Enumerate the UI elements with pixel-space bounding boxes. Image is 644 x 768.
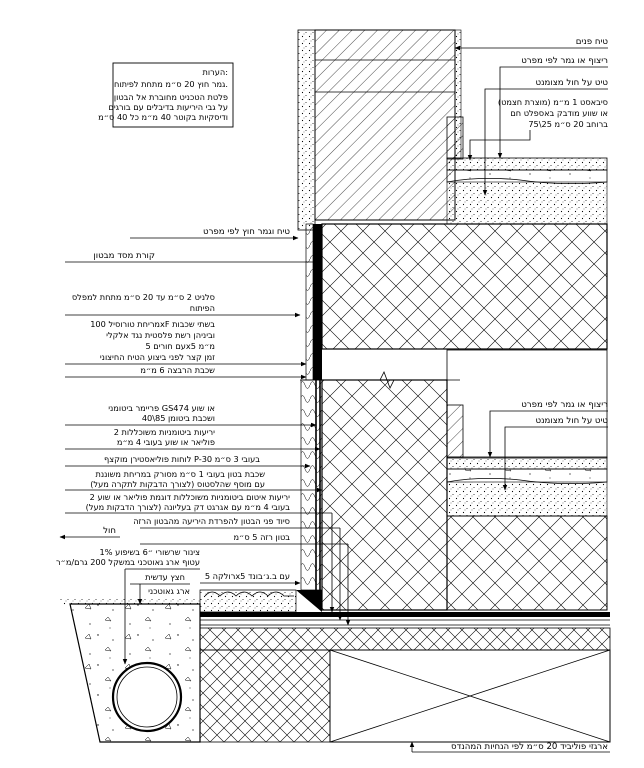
- bottom-callout-label: ארגזי פוליביד 20 ס״מ לפי הנחיות המהנדס: [451, 742, 608, 752]
- callout-label: רולקה 5x5 עם ב.ג׳בונד: [205, 571, 290, 581]
- callout-label: טיח וגמר חוץ לפי מפרט: [203, 227, 290, 237]
- callout-label: וביניהן רשת פלסטית נגד אלקלי: [106, 330, 215, 340]
- callout-label: לוחות פוליאסטירן מוקצף P-30 בעובי 3 ס״מ: [104, 454, 260, 464]
- callout-label: צינור שרשורי ״6 בשיפוע 1%: [100, 547, 201, 557]
- callout-label: זמן קצר לפני ביצוע הטיח החיצוני: [100, 352, 215, 362]
- callout-label: טיט על חול מצומנט: [536, 78, 609, 88]
- notes-line: גמר חוץ 20 ס״מ מתחת לפיתוח.: [114, 79, 228, 89]
- upper-skirting: [446, 116, 464, 160]
- callout-label: סיוד פני הבטון להפרדת היריעה מהבטון הרזה: [133, 516, 290, 526]
- callout-label: עם מוסף שהלסטוס (לצורך הדבקות לתקרה מעל): [90, 479, 265, 489]
- exterior-plaster: [297, 29, 316, 231]
- lower-floor-finish: [446, 456, 608, 470]
- callout-label: סיבאסט 1 מ״מ (מוצרת חצמט): [498, 97, 608, 107]
- callout-label: ושכבת ביטומן 85\40: [142, 413, 215, 423]
- callout-label: בעובי 4 מ״מ עם אגרגט דק בעליונה (לצורך ה…: [86, 502, 291, 512]
- polystyrene-boards: [300, 379, 323, 591]
- callout-label: קורת מסד מבטון: [93, 251, 155, 261]
- foundation-beam: [321, 223, 608, 350]
- grade-beam: [321, 379, 448, 611]
- fillet-roller: [296, 590, 322, 612]
- drainage-pipe: [111, 661, 183, 733]
- left-callouts: טיח וגמר חוץ לפי מפרט קורת מסד מבטון סלנ…: [56, 227, 351, 665]
- notes-title: הערות:: [203, 67, 228, 77]
- callout-label: שכבת הרבצה 6 מ״מ: [140, 365, 215, 375]
- upper-floor-finish: [446, 157, 608, 171]
- callout-label: שכבת בטון בעובי 1 ס״מ מסורק במריחת משוננ…: [95, 469, 265, 479]
- callout-label: 2 יריעות ביטומניות משוכללות: [114, 427, 215, 437]
- upper-wall-block: [314, 29, 456, 221]
- callout-label: עם חורים 5x5 מ״מ: [145, 341, 215, 351]
- callout-label: סלניט 2 ס״מ עד 20 ס״מ מתחת למפלס: [72, 292, 215, 302]
- callout-label: 75\25 ברוחב 20 ס״מ: [528, 119, 608, 129]
- notes-line: על גבי היריעות בדיבלים עם בורגים: [108, 102, 228, 112]
- callout-label: או שווע מודבק באספלט חם: [510, 108, 608, 118]
- callout-label: ריצוף או גמר לפי מפרט: [521, 400, 608, 410]
- callout-label: חצץ עדשית: [145, 572, 185, 582]
- notes-line: ודיסקיות בקוטר 40 מ״מ כל 40 ס״מ: [98, 112, 228, 122]
- right-callouts-upper: טיח פנים ריצוף או גמר לפי מפרט טיט על חו…: [454, 37, 609, 196]
- callout-label: הפיתוח: [190, 303, 215, 313]
- callout-label: 2 יריעות איטום ביטומניות משוכללות דוגמת …: [90, 492, 291, 502]
- notes-box: [112, 62, 234, 128]
- right-callouts-lower: ריצוף או גמר לפי מפרט טיט על חול מצומנט: [487, 400, 609, 491]
- callout-label: טיט על חול מצומנט: [536, 416, 609, 426]
- callout-label: פוליאר או שוע בעובי 4 מ״מ: [117, 437, 215, 447]
- callout-label: פריימר ביטומני GS474 או שוע: [108, 403, 215, 413]
- callout-label: חול: [103, 526, 116, 536]
- callout-label: ריצוף או גמר לפי מפרט: [521, 56, 608, 66]
- callout-label: בטון רזה 5 ס״מ: [234, 532, 291, 542]
- lower-beam-section: [199, 649, 331, 743]
- callout-label: מריחת טורוסיל 100xF בשתי שכבות: [90, 319, 215, 329]
- callout-label: ארג גאוטכני: [148, 586, 190, 596]
- callout-label: טיח פנים: [576, 37, 609, 47]
- callout-label: עטוף ארג גאוטכני במשקל 200 גרם/מ״ר: [56, 557, 200, 567]
- upper-fill-layer: [446, 181, 608, 225]
- notes-line: פלטת הטכניט מחוברת אל הבטון: [114, 92, 228, 102]
